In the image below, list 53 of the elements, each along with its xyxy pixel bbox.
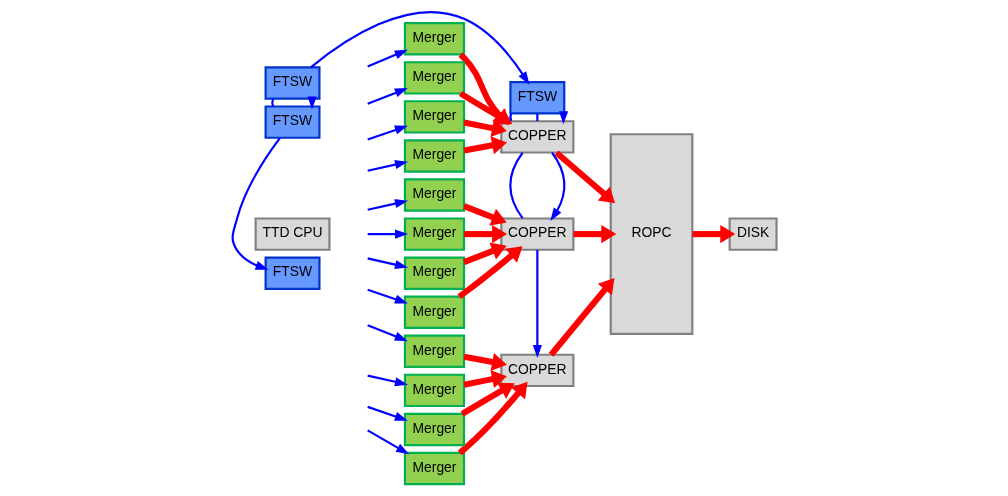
arrow <box>554 150 615 204</box>
node-box: Merger <box>403 22 465 56</box>
node-box: Merger <box>403 373 465 408</box>
arrow <box>691 224 735 244</box>
arrow <box>462 119 507 138</box>
arrow <box>366 429 409 455</box>
node-box: Merger <box>403 100 465 134</box>
node-box: FTSW <box>264 256 321 290</box>
arrow <box>366 88 408 105</box>
arrow <box>366 49 408 68</box>
arrow <box>366 405 408 421</box>
arrow <box>548 278 614 357</box>
node-box: ROPC <box>609 133 693 336</box>
arrow <box>456 246 523 300</box>
arrow <box>573 224 616 244</box>
arrow <box>460 382 515 417</box>
node-box: Merger <box>403 295 465 329</box>
node-box: Merger <box>403 334 465 368</box>
arrow <box>462 242 507 265</box>
arrow <box>366 125 408 141</box>
arrow <box>457 381 528 456</box>
arrow <box>366 257 408 270</box>
arrow <box>231 137 281 270</box>
arrow <box>463 353 507 372</box>
node-box: Merger <box>403 412 465 447</box>
node-box: COPPER <box>499 353 574 388</box>
arrow <box>463 224 507 244</box>
node-box: TTD CPU <box>254 217 330 251</box>
connector <box>508 152 523 219</box>
node-box: COPPER <box>499 120 574 154</box>
node-box: DISK <box>728 217 778 251</box>
arrow <box>366 288 408 304</box>
arrow <box>463 136 507 155</box>
connector <box>508 113 512 122</box>
node-box: FTSW <box>264 105 321 139</box>
arrow <box>366 374 408 387</box>
arrow <box>366 160 408 172</box>
arrow <box>309 11 529 85</box>
node-box: Merger <box>403 217 465 251</box>
arrow <box>532 249 542 358</box>
node-box: COPPER <box>499 217 574 251</box>
node-box: Merger <box>403 256 465 290</box>
node-box: Merger <box>403 61 465 95</box>
arrow <box>366 324 408 342</box>
arrow <box>366 199 408 211</box>
node-box: Merger <box>403 139 465 173</box>
arrow <box>462 203 507 226</box>
node-box: Merger <box>403 451 465 486</box>
arrow <box>549 152 565 221</box>
arrow <box>462 370 507 389</box>
arrow <box>367 229 408 239</box>
node-box: Merger <box>403 178 465 212</box>
connector <box>270 98 274 107</box>
